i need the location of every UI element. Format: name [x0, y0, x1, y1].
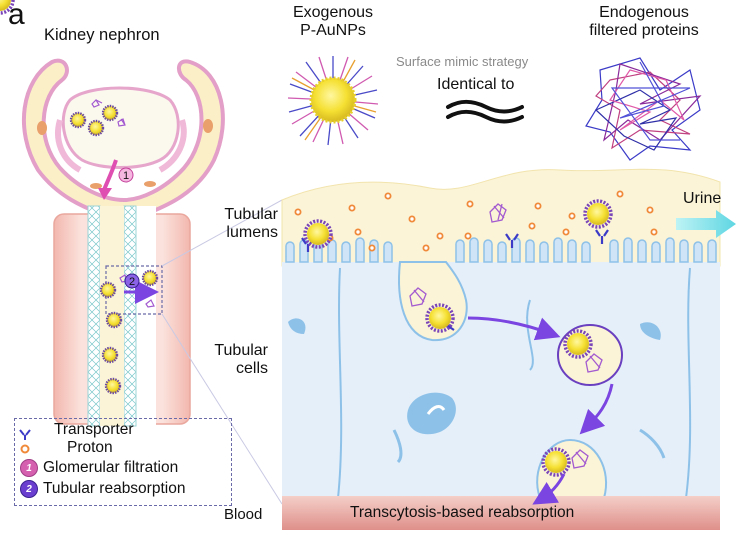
exogenous-title: Exogenous P-AuNPs [283, 4, 383, 40]
bowmans-capsule [21, 58, 225, 216]
exogenous-line-1: Exogenous [292, 4, 374, 21]
blood-label: Blood [224, 506, 263, 523]
panel-letter: a [8, 0, 25, 31]
p-aunp-illustration [287, 56, 379, 146]
microvilli [285, 237, 717, 263]
kidney-nephron-title: Kidney nephron [44, 26, 160, 44]
step-1-badge-icon: 1 [20, 459, 38, 477]
filtered-protein-illustration [585, 57, 702, 161]
endogenous-line-2: filtered proteins [589, 21, 699, 39]
step-1-marker [118, 167, 134, 183]
legend-item-glomerular-filtration: 1 Glomerular filtration [20, 459, 178, 477]
urine-flow-arrow [676, 210, 736, 238]
surface-mimic-label: Surface mimic strategy [396, 54, 529, 69]
zoomed-tubule [281, 168, 736, 530]
legend-proton-label: Proton [67, 439, 113, 456]
blood-vessel [282, 496, 720, 530]
endogenous-title: Endogenous filtered proteins [572, 4, 716, 40]
legend-glomerular-label: Glomerular filtration [43, 459, 179, 476]
tubular-cells-line-2: cells [235, 359, 268, 377]
tubular-cells-line-1: Tubular [214, 342, 268, 359]
tubule-epithelium-left [87, 205, 101, 427]
urine-label: Urine [683, 190, 722, 207]
legend-transporter-label: Transporter [54, 421, 134, 438]
tubular-cells-label: Tubular cells [196, 342, 268, 378]
step-2-badge-icon: 2 [20, 480, 38, 498]
protons [294, 190, 658, 252]
tubular-lumens-line-2: lumens [226, 223, 278, 241]
transcytosis-arrows [467, 316, 614, 505]
legend-item-tubular-reabsorption: 2 Tubular reabsorption [20, 480, 185, 498]
glomerulus-cavity [61, 86, 180, 169]
legend-item-transporter: Transporter [20, 421, 134, 439]
endogenous-line-1: Endogenous [599, 4, 689, 21]
equivalence-symbol [446, 99, 524, 124]
legend-tubular-label: Tubular reabsorption [43, 480, 186, 497]
exogenous-line-2: P-AuNPs [300, 21, 366, 39]
step-1-number: 1 [123, 170, 129, 182]
tubular-cell-layer [282, 262, 720, 498]
step-2-number: 2 [129, 276, 135, 288]
step-2-marker [124, 273, 140, 289]
legend-proton-icon [20, 444, 30, 454]
tubular-lumens-line-1: Tubular [224, 206, 278, 223]
nucleus [407, 392, 456, 435]
identical-to-label: Identical to [437, 76, 515, 93]
tubule-epithelium-right [123, 205, 137, 427]
tubular-lumens-label: Tubular lumens [196, 206, 278, 242]
legend-item-proton: Proton [20, 439, 113, 457]
zoom-nanoparticles [0, 0, 613, 477]
zoom-region [105, 265, 163, 315]
transcytosis-label: Transcytosis-based reabsorption [350, 504, 575, 521]
legend-transporter-icon [19, 429, 31, 440]
legend: Transporter Proton 1 Glomerular filtrati… [14, 418, 232, 506]
